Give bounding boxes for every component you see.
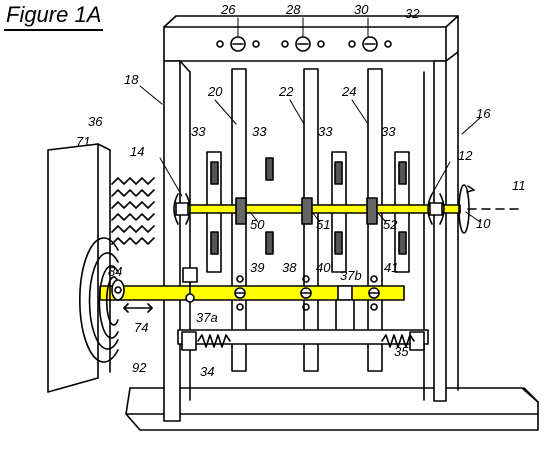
callout-50: 50: [250, 217, 265, 232]
callouts: 26 28 30 32 18 20 22 24 16 36 71 33 33 3…: [76, 2, 526, 379]
callout-39: 39: [250, 260, 264, 275]
frame: [163, 15, 459, 422]
leader-lines: [139, 17, 481, 223]
clip-plates: [206, 151, 410, 273]
callout-28: 28: [285, 2, 301, 17]
callout-33-c: 33: [318, 124, 333, 139]
callout-52: 52: [383, 217, 398, 232]
callout-71: 71: [76, 134, 90, 149]
callout-37a: 37a: [196, 310, 218, 325]
callout-40: 40: [316, 260, 331, 275]
callout-32: 32: [405, 6, 420, 21]
left-housing: [47, 143, 155, 393]
screw-26: [216, 36, 260, 52]
screw-28: [281, 36, 325, 52]
shaft-blocks: [235, 197, 378, 225]
callout-34: 34: [200, 364, 214, 379]
lower-rod: [99, 267, 405, 333]
callout-37b: 37b: [340, 268, 362, 283]
callout-20: 20: [207, 84, 223, 99]
callout-38: 38: [282, 260, 297, 275]
callout-22: 22: [278, 84, 294, 99]
callout-33-b: 33: [252, 124, 267, 139]
base-plate: [125, 387, 539, 431]
callout-33-d: 33: [381, 124, 396, 139]
callout-14: 14: [130, 144, 144, 159]
callout-26: 26: [220, 2, 236, 17]
callout-16: 16: [476, 106, 491, 121]
callout-92: 92: [132, 360, 147, 375]
spring-bar: [177, 329, 429, 351]
callout-18: 18: [124, 72, 139, 87]
screw-30: [348, 36, 392, 52]
callout-84: 84: [108, 264, 122, 279]
figure-title: Figure 1A: [4, 2, 104, 31]
callout-41: 41: [384, 260, 398, 275]
callout-30: 30: [354, 2, 369, 17]
callout-24: 24: [341, 84, 356, 99]
main-shaft: [173, 184, 521, 234]
callout-12: 12: [458, 148, 473, 163]
callout-35: 35: [394, 344, 409, 359]
callout-74: 74: [134, 320, 148, 335]
callout-11: 11: [512, 178, 526, 193]
callout-10: 10: [476, 216, 491, 231]
callout-36: 36: [88, 114, 103, 129]
callout-33-a: 33: [191, 124, 206, 139]
callout-51: 51: [316, 217, 330, 232]
